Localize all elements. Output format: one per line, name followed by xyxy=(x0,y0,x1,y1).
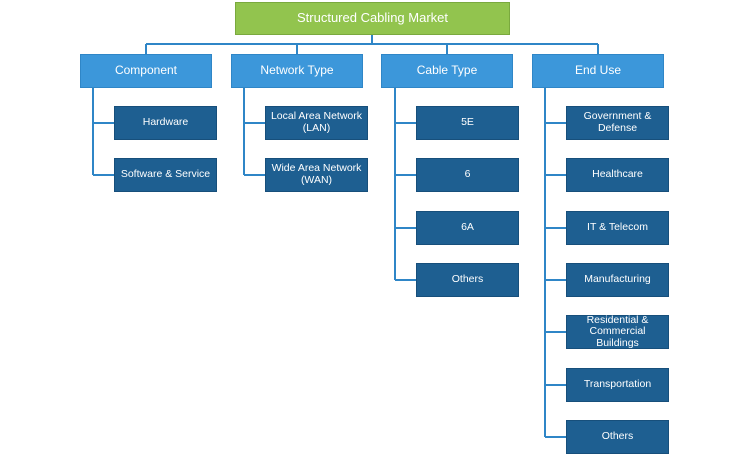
item-6: 6 xyxy=(416,158,519,192)
item-5e: 5E xyxy=(416,106,519,140)
item-residential-commercial: Residential & Commercial Buildings xyxy=(566,314,669,349)
item-it-telecom: IT & Telecom xyxy=(566,211,669,245)
root-node: Structured Cabling Market xyxy=(235,2,510,35)
item-hardware: Hardware xyxy=(114,106,217,140)
item-software-service: Software & Service xyxy=(114,158,217,192)
connector-group xyxy=(92,35,599,438)
item-lan: Local Area Network (LAN) xyxy=(265,106,368,140)
category-network-type: Network Type xyxy=(231,54,363,88)
item-enduse-others: Others xyxy=(566,420,669,454)
item-healthcare: Healthcare xyxy=(566,158,669,192)
item-government-defense: Government & Defense xyxy=(566,106,669,140)
item-transportation: Transportation xyxy=(566,368,669,402)
item-manufacturing: Manufacturing xyxy=(566,263,669,297)
item-6a: 6A xyxy=(416,211,519,245)
item-cable-others: Others xyxy=(416,263,519,297)
category-component: Component xyxy=(80,54,212,88)
category-end-use: End Use xyxy=(532,54,664,88)
item-wan: Wide Area Network (WAN) xyxy=(265,158,368,192)
category-cable-type: Cable Type xyxy=(381,54,513,88)
